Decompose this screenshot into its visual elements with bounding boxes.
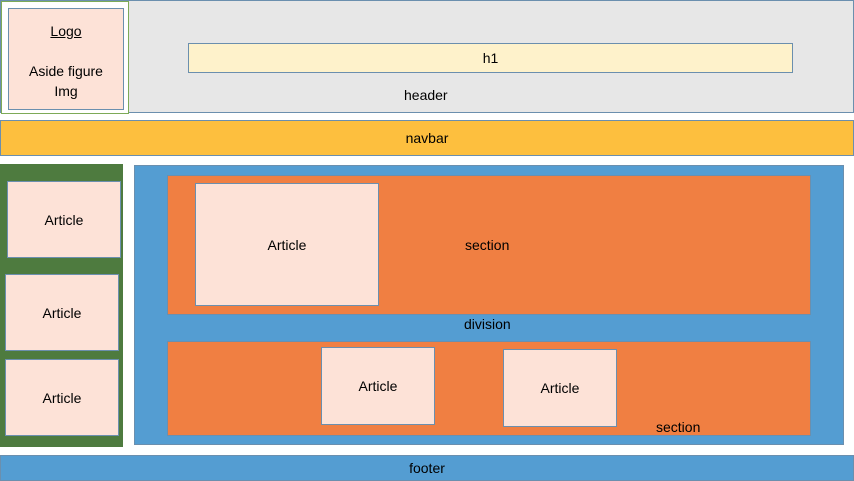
division-label: division [464, 316, 511, 332]
division-block: Article section division Article Article… [134, 165, 844, 445]
aside-article: Article [7, 181, 121, 258]
article-label: Article [267, 236, 307, 253]
section-label: section [465, 237, 510, 253]
header-label: header [404, 87, 448, 103]
article-label: Article [42, 304, 82, 321]
article-label: Article [358, 378, 398, 394]
aside-article: Article [5, 359, 119, 436]
section-block: Article section [167, 175, 811, 315]
footer-label: footer [409, 460, 445, 476]
section-label: section [656, 419, 701, 435]
h1-block: h1 [188, 43, 793, 73]
header-block: Logo Aside figure Img h1 header [0, 0, 854, 114]
section-block: Article Article section [167, 341, 811, 436]
logo-label: Logo [50, 23, 82, 39]
img-text: Img [54, 83, 78, 99]
aside-figure-label: Aside figure Img [9, 61, 123, 101]
section-article: Article [503, 349, 617, 427]
article-label: Article [44, 211, 84, 228]
section-article: Article [195, 183, 379, 306]
footer-block: footer [0, 455, 854, 481]
aside-column: Article Article Article [0, 164, 123, 447]
article-label: Article [42, 389, 82, 406]
h1-label: h1 [482, 50, 499, 66]
navbar-block: navbar [0, 120, 854, 156]
section-article: Article [321, 347, 435, 425]
aside-figure-text: Aside figure [29, 63, 103, 79]
navbar-label: navbar [405, 130, 449, 146]
aside-figure-block: Logo Aside figure Img [1, 1, 129, 114]
aside-figure-inner: Logo Aside figure Img [8, 8, 124, 110]
aside-article: Article [5, 274, 119, 351]
article-label: Article [540, 380, 580, 396]
